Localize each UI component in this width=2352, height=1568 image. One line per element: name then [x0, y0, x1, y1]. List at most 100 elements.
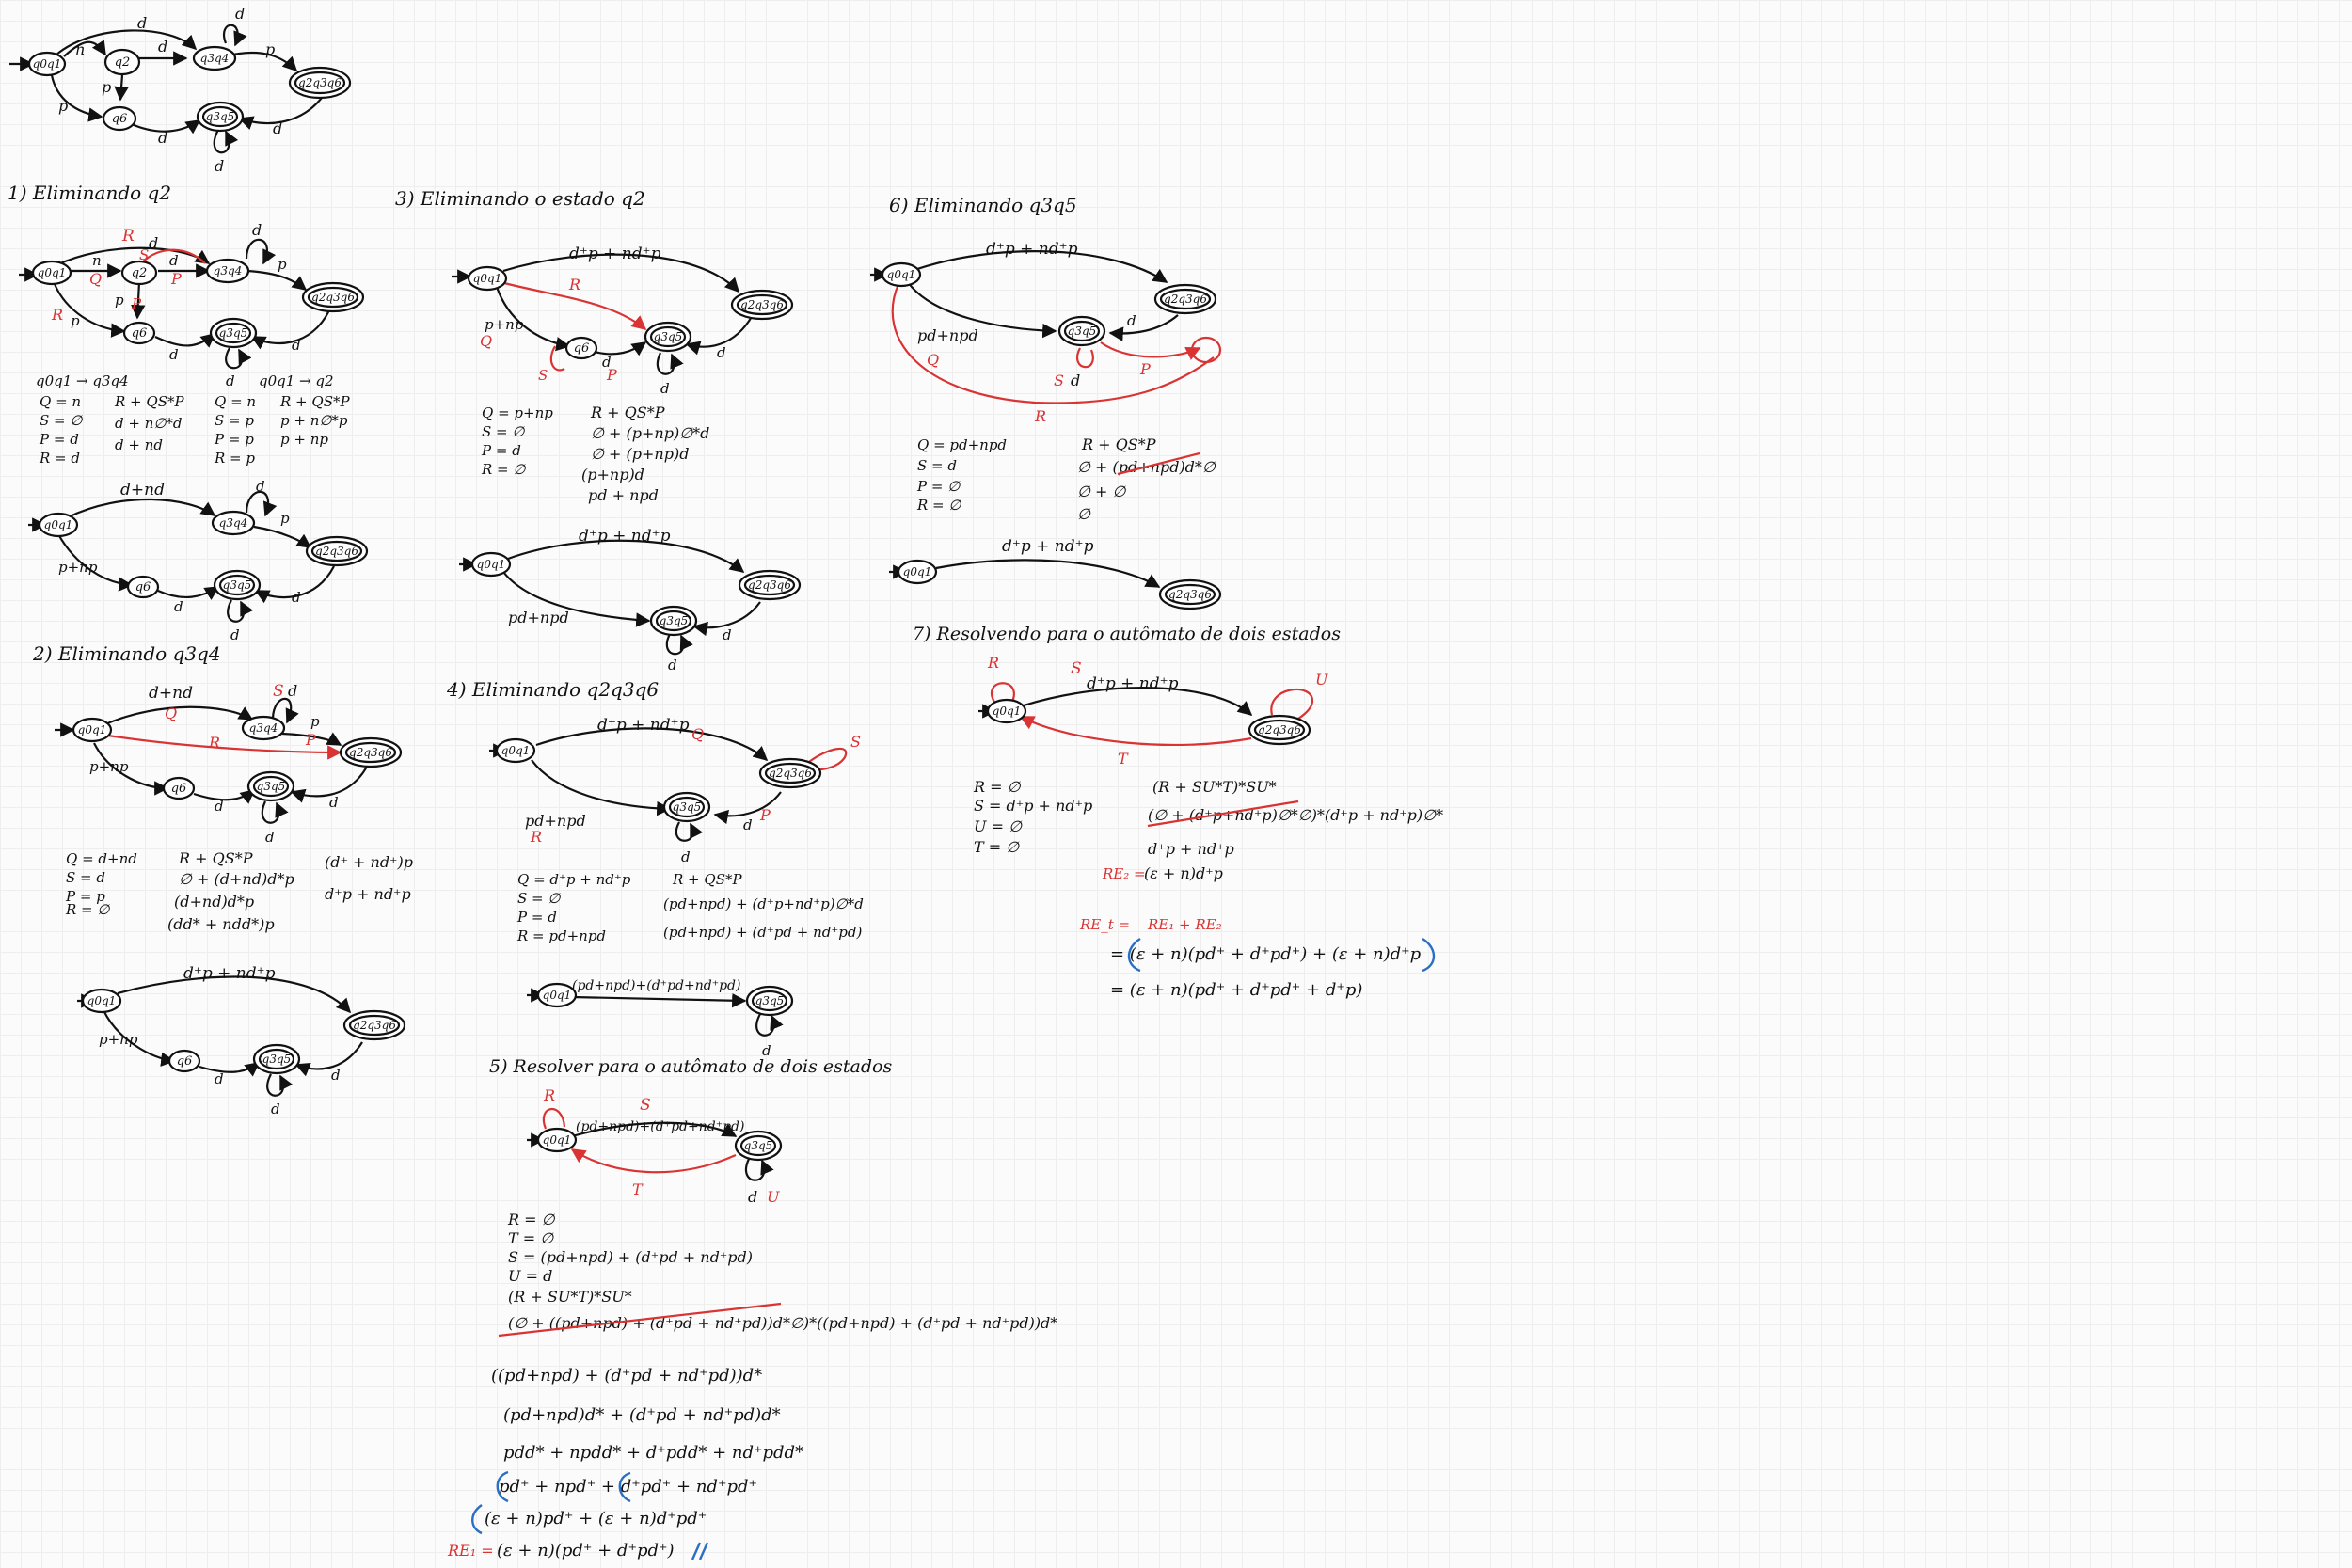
- edge-label-d: d: [158, 129, 167, 147]
- label-q3q5: q3q5: [206, 110, 235, 123]
- handwritten-text: q2q3q6: [1164, 293, 1207, 306]
- handwritten-text: q0q1: [903, 565, 932, 578]
- handwritten-text: q0q1: [44, 518, 73, 531]
- state-circle: [668, 796, 706, 818]
- handwritten-text: d⁺p + nd⁺p: [1148, 840, 1234, 858]
- heading-step-6: 6) Eliminando q3q5: [889, 194, 1077, 216]
- handwritten-text: P = d: [516, 909, 557, 926]
- handwritten-text: d+nd: [149, 684, 193, 703]
- label-q3q4: q3q4: [200, 52, 230, 65]
- handwritten-text: (∅ + (d⁺p+nd⁺p)∅*∅)*(d⁺p + nd⁺p)∅*: [1148, 806, 1443, 824]
- handwritten-text: q6: [574, 341, 590, 356]
- state-circle: [897, 559, 938, 585]
- handwritten-text: (pd+npd)+(d⁺pd+nd⁺pd): [576, 1119, 744, 1134]
- transition-stroke: [266, 1073, 294, 1097]
- state-circle: [72, 717, 113, 743]
- label-q0q1: q0q1: [33, 57, 62, 71]
- handwritten-text: q2q3q6: [1258, 723, 1301, 736]
- edge-label-n: n: [75, 40, 85, 58]
- transition-stroke: [131, 119, 201, 135]
- transition-stroke: [56, 29, 198, 55]
- handwritten-text: p+np: [485, 316, 524, 333]
- handwritten-text: d⁺p + nd⁺p: [325, 885, 411, 903]
- handwritten-text: ∅ + ∅: [1077, 483, 1127, 500]
- handwritten-text: (∅ + ((pd+npd) + (d⁺pd + nd⁺pd))d*∅)*((p…: [508, 1314, 1057, 1332]
- handwritten-text: T = ∅: [974, 838, 1020, 856]
- transition-stroke: [542, 1108, 566, 1130]
- transition-stroke: [63, 40, 106, 57]
- transition-stroke: [107, 734, 342, 760]
- edge-label-d: d: [235, 5, 245, 23]
- handwritten-text: q0q1: [477, 558, 506, 571]
- state-q0q1: [27, 51, 67, 77]
- handwritten-text: q0q1: [501, 744, 531, 757]
- handwritten-text: q0q1: [887, 268, 916, 281]
- transition-stroke: [1100, 341, 1201, 360]
- transition-stroke: [1019, 716, 1252, 747]
- handwritten-text: d⁺p + nd⁺p: [986, 240, 1078, 259]
- handwritten-text: R: [121, 227, 135, 245]
- state-circle: [31, 260, 72, 286]
- transition-stroke: [531, 759, 672, 816]
- handwritten-text: p: [280, 510, 290, 527]
- handwritten-text: S: [640, 1096, 651, 1115]
- handwritten-text: U: [1315, 671, 1328, 689]
- handwritten-text: (d+nd)d*p: [174, 893, 254, 911]
- step-2-equations: Q = d+nd S = d P = p R = ∅ R + QS*P ∅ + …: [65, 849, 413, 933]
- handwritten-text: U = d: [508, 1267, 552, 1285]
- handwritten-text: p: [310, 713, 320, 730]
- state-circle: [986, 698, 1027, 724]
- step-5-automaton: q0q1 q3q5 R S (pd+npd)+(d⁺pd+nd⁺pd) T d …: [527, 1086, 783, 1206]
- handwritten-text: Q: [480, 332, 492, 350]
- transition-stroke: [223, 24, 247, 47]
- step-6-result-automaton: q0q1 q2q3q6 d⁺p + nd⁺p: [889, 537, 1222, 610]
- transition-stroke: [535, 727, 769, 762]
- transition-stroke: [271, 697, 299, 724]
- transition-stroke: [193, 789, 256, 804]
- handwritten-text: d: [169, 252, 179, 269]
- handwritten-text: RE₁ =: [447, 1542, 494, 1560]
- step-1-automaton: q0q1 q2 q3q4 q6 q3q5 q2q3q6 R d n Q S d …: [19, 221, 365, 389]
- state-circle: [162, 776, 196, 800]
- transition-stroke: [245, 490, 278, 517]
- state-circle: [218, 574, 256, 596]
- handwritten-text: d: [169, 346, 179, 363]
- state-circle: [307, 286, 359, 309]
- transition-stroke: [67, 498, 216, 518]
- handwritten-text: ∅: [1077, 505, 1091, 523]
- state-circle: [655, 610, 692, 632]
- heading-step-1: 1) Eliminando q2: [8, 182, 171, 204]
- transition-stroke: [744, 1158, 774, 1181]
- step-4-automaton: q0q1 q3q5 q2q3q6 d⁺p + nd⁺p Q S pd+npd R…: [489, 716, 861, 865]
- transition-stroke: [1422, 937, 1436, 973]
- handwritten-text: R + QS*P: [590, 404, 665, 421]
- step-1-result-automaton: q0q1 q3q4 q6 q3q5 q2q3q6 d+nd d p p+np d…: [28, 478, 369, 643]
- handwritten-text: Q: [691, 725, 704, 743]
- handwritten-text: d: [292, 589, 301, 606]
- handwritten-text: (R + SU*T)*SU*: [508, 1288, 632, 1306]
- handwritten-text: (dd* + ndd*)p: [167, 915, 275, 933]
- transition-stroke: [916, 250, 1168, 283]
- transition-stroke: [225, 347, 252, 370]
- transition-stroke: [250, 309, 330, 350]
- handwritten-text: R = ∅: [65, 901, 110, 918]
- handwritten-text: d: [748, 1188, 757, 1206]
- handwritten-text: R: [530, 828, 542, 846]
- handwritten-text: d⁺p + nd⁺p: [597, 716, 690, 735]
- handwritten-text: q2q3q6: [353, 1019, 396, 1032]
- state-circle: [344, 741, 397, 764]
- transition-stroke: [281, 732, 342, 746]
- handwritten-text: S = ∅: [517, 890, 561, 907]
- label-q6: q6: [112, 112, 128, 126]
- handwritten-text: R + QS*P: [279, 393, 350, 410]
- transition-stroke: [808, 747, 848, 771]
- edge-label-d: d: [158, 38, 167, 55]
- edge-label-d: d: [215, 157, 224, 175]
- transition-stroke: [692, 601, 761, 637]
- transition-stroke: [1270, 688, 1314, 724]
- handwritten-text: ((pd+npd) + (d⁺pd + nd⁺pd))d*: [491, 1366, 762, 1386]
- transition-stroke: [571, 1121, 738, 1138]
- handwritten-text: R + QS*P: [178, 849, 253, 867]
- handwritten-text: S: [1071, 659, 1082, 678]
- handwritten-text: Q = d⁺p + nd⁺p: [517, 871, 631, 888]
